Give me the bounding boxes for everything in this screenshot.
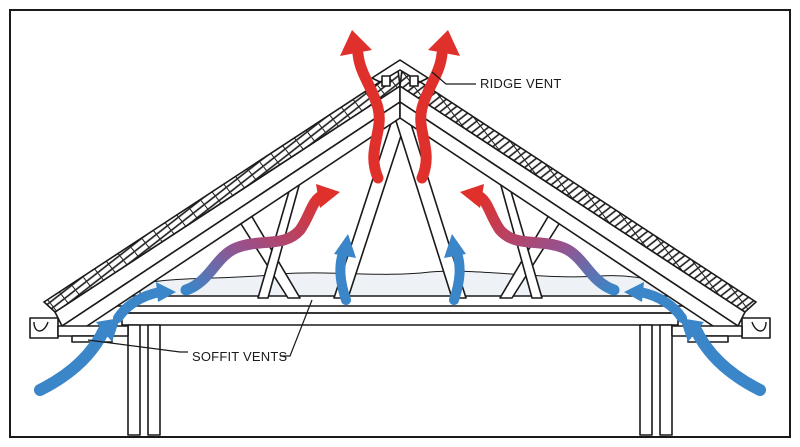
eave-right — [671, 317, 771, 343]
warm-air-arrow — [180, 190, 328, 296]
ceiling-joist — [99, 295, 701, 307]
exhaust-airflow — [340, 30, 460, 184]
hot-air-arrowhead — [340, 30, 372, 56]
truss-webs — [235, 101, 565, 299]
cool-air-arrowhead — [680, 318, 704, 342]
cool-air-arrow — [690, 324, 766, 396]
warm-air-arrow — [472, 190, 620, 296]
soffit-vents-label: SOFFIT VENTS — [192, 349, 287, 364]
roof-left — [42, 68, 401, 337]
roof-right — [399, 68, 758, 337]
cool-air-arrow — [635, 287, 687, 323]
cool-air-arrow — [449, 245, 465, 305]
cool-air-arrowhead — [334, 234, 356, 258]
warm-air-arrowhead — [460, 184, 484, 208]
hot-air-arrow — [415, 48, 448, 184]
soffit-vent-leader-left — [87, 339, 188, 353]
ridge-vent-cap — [371, 59, 429, 87]
cool-air-arrowhead — [444, 234, 466, 258]
intake-airflow — [34, 234, 766, 396]
cool-air-arrowhead — [96, 318, 120, 342]
ridge-vent-leader — [431, 71, 476, 85]
cool-air-arrow — [335, 245, 351, 305]
cool-air-arrowhead — [156, 282, 176, 302]
warming-airflow — [180, 184, 620, 296]
house-frame — [121, 312, 679, 436]
warm-air-arrowhead — [316, 184, 340, 208]
cool-air-arrow — [113, 287, 165, 323]
soffit-vent-leader-right — [280, 299, 313, 357]
cool-air-arrowhead — [624, 282, 644, 302]
diagram-border — [9, 9, 791, 438]
cool-air-arrow — [34, 324, 110, 396]
ridge-vent-label: RIDGE VENT — [480, 76, 561, 91]
hot-air-arrow — [352, 48, 385, 184]
hot-air-arrowhead — [428, 30, 460, 56]
